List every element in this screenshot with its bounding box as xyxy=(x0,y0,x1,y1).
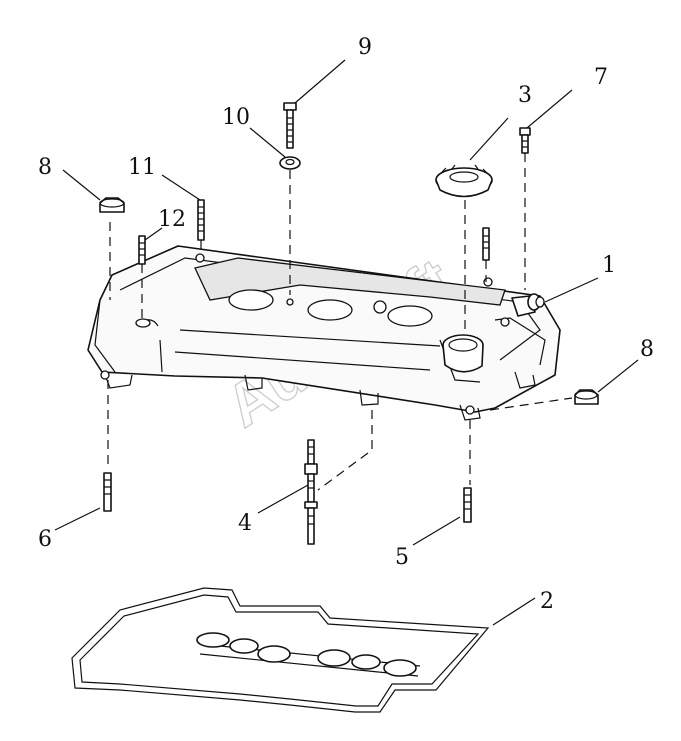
head-cover-gasket xyxy=(71,587,490,713)
flange-nut-8-right xyxy=(574,389,599,405)
callout-12: 12 xyxy=(158,207,186,232)
leader-lines xyxy=(54,59,639,626)
stud-12 xyxy=(138,235,146,265)
callout-8-left: 8 xyxy=(38,155,52,180)
assembly-lines xyxy=(107,153,573,491)
callout-11: 11 xyxy=(128,155,156,180)
callout-10: 10 xyxy=(222,105,250,130)
stud-right-top xyxy=(482,227,490,261)
oil-filler-cap xyxy=(435,164,493,198)
cylinder-head-cover xyxy=(87,245,561,421)
callout-6: 6 xyxy=(38,527,52,552)
stud-6 xyxy=(103,472,112,512)
bolt-7 xyxy=(519,127,531,154)
callout-1: 1 xyxy=(602,253,616,278)
stud-5 xyxy=(463,487,472,523)
callout-2: 2 xyxy=(540,589,554,614)
callout-8-right: 8 xyxy=(640,337,654,362)
stud-11 xyxy=(197,199,205,241)
callout-5: 5 xyxy=(395,545,409,570)
callout-9: 9 xyxy=(358,35,372,60)
washer-10 xyxy=(279,156,301,170)
flange-nut-8-left xyxy=(99,197,125,213)
callout-3: 3 xyxy=(518,83,532,108)
stud-bolt-9 xyxy=(283,102,297,149)
callout-labels: 1 2 3 4 5 6 7 8 8 9 10 11 12 xyxy=(38,35,654,614)
stud-4 xyxy=(304,439,318,545)
callout-4: 4 xyxy=(238,511,252,536)
callout-7: 7 xyxy=(594,65,608,90)
